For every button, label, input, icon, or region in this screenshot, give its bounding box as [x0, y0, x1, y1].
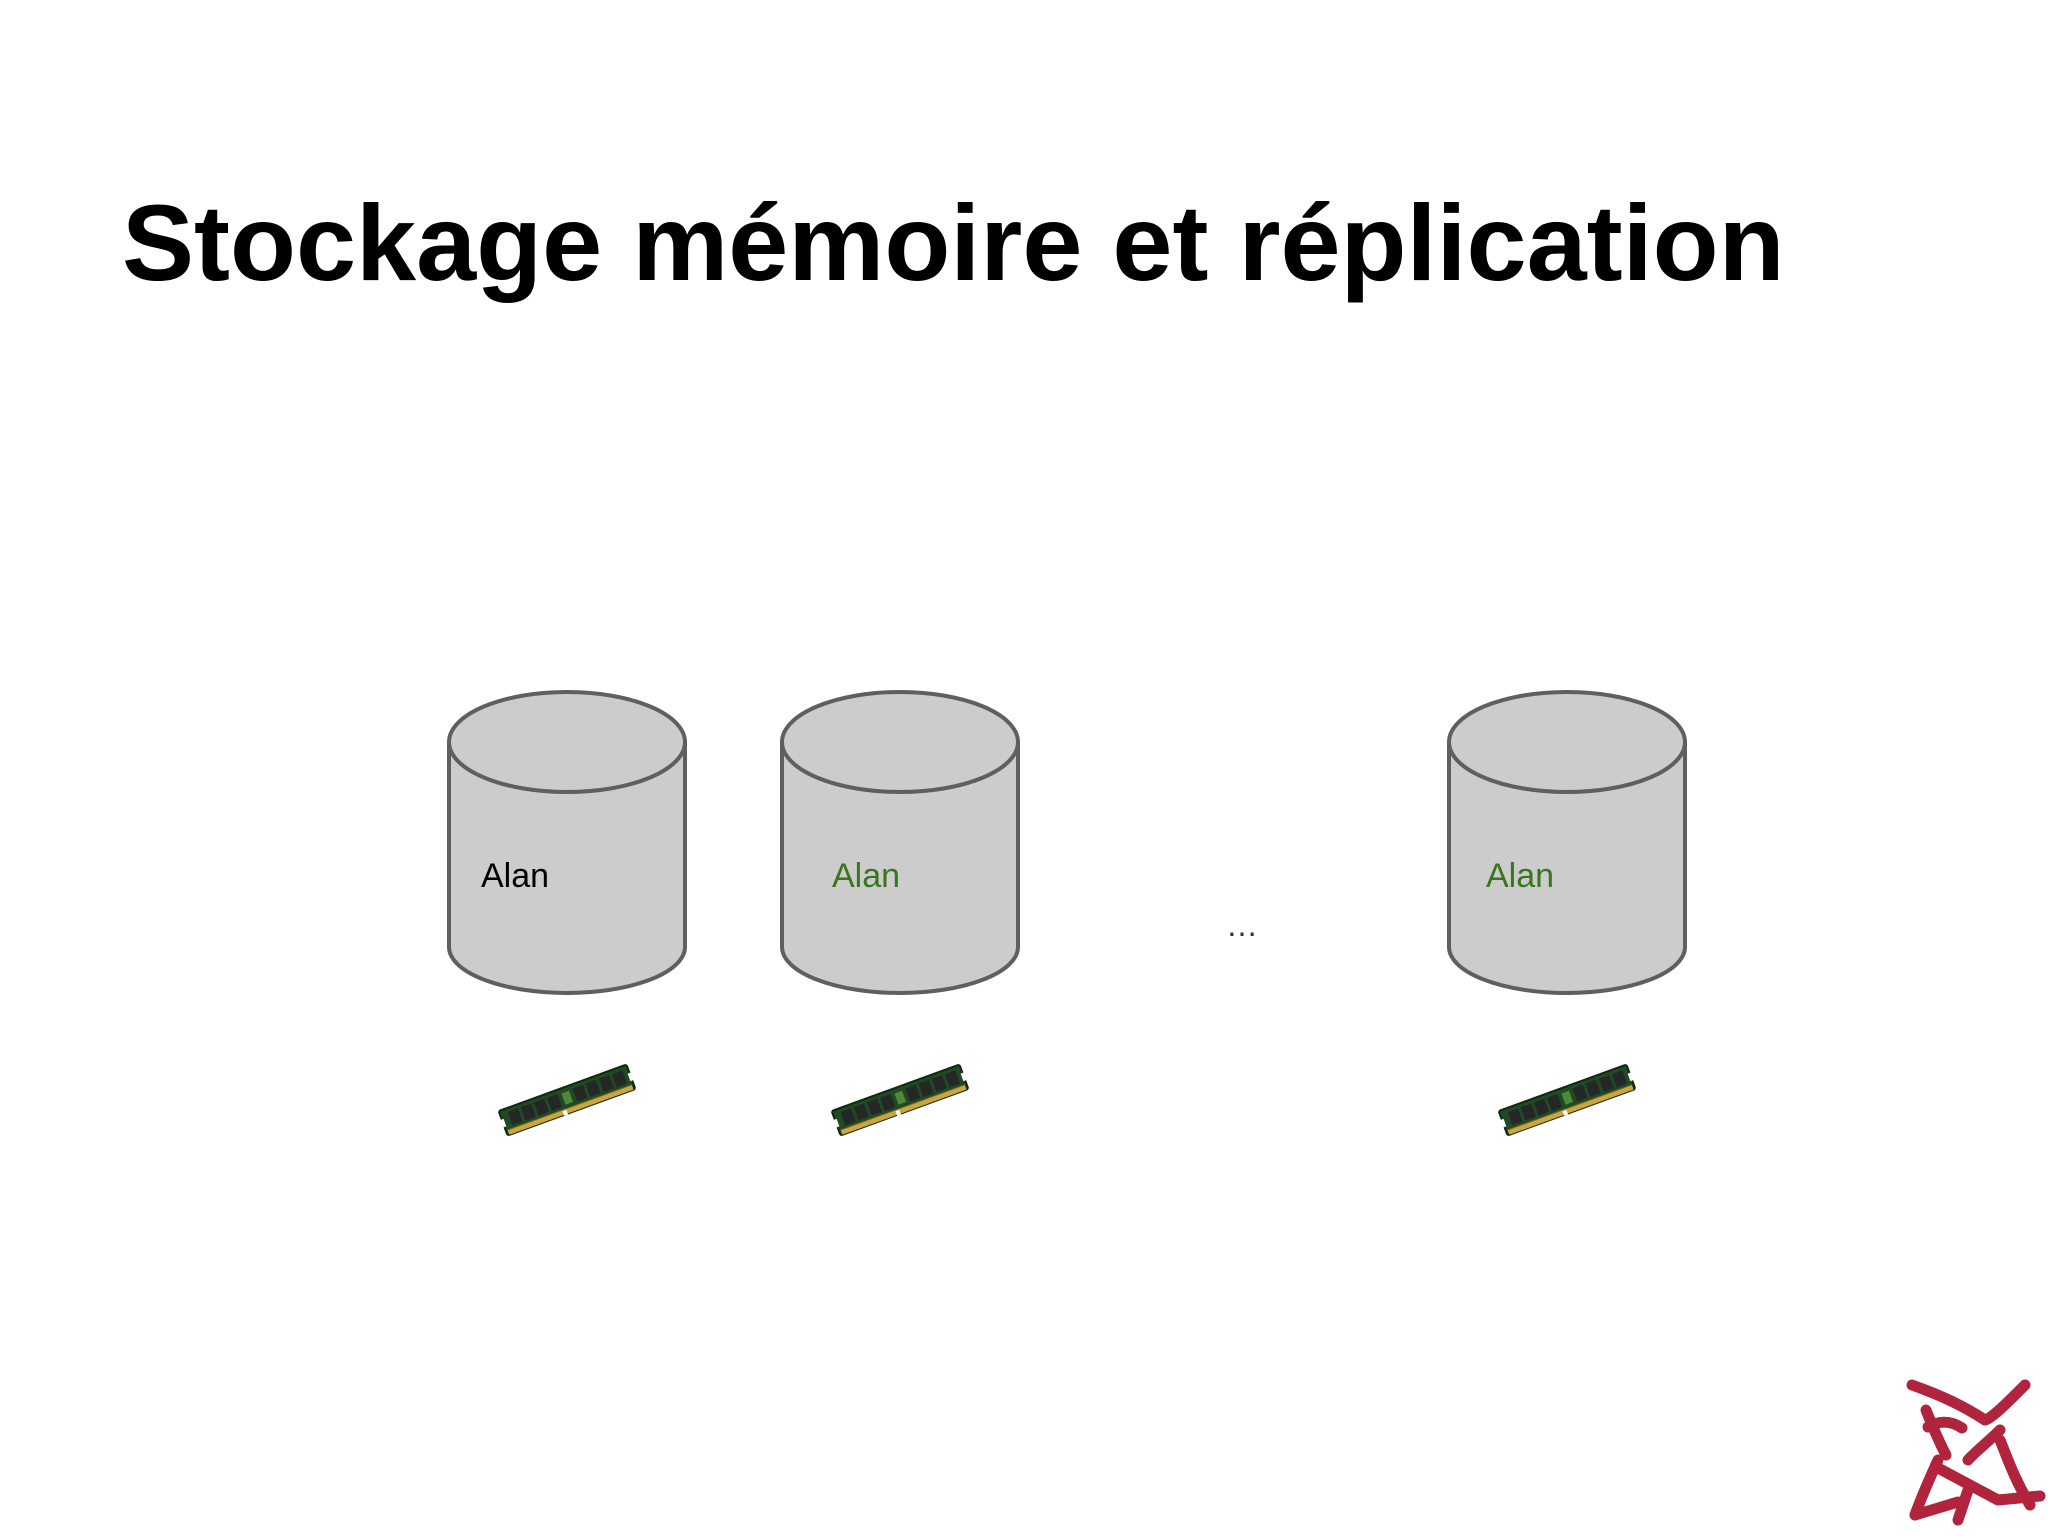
database-cylinder-icon — [1447, 690, 1687, 995]
database-cylinder-icon — [780, 690, 1020, 995]
ram-module-icon — [495, 1062, 639, 1139]
node-1-label: Alan — [481, 857, 549, 895]
storage-node-2: Alan — [780, 690, 1020, 1139]
slide-title: Stockage mémoire et réplication — [122, 182, 1785, 303]
node-2-label: Alan — [832, 857, 900, 895]
node-3-label: Alan — [1486, 857, 1554, 895]
database-cylinder-icon — [447, 690, 687, 995]
storage-node-1: Alan — [447, 690, 687, 1139]
brand-logo-icon — [1906, 1379, 2046, 1526]
ram-module-icon — [1495, 1062, 1639, 1139]
ram-module-icon — [828, 1062, 972, 1139]
more-nodes-ellipsis: … — [1226, 907, 1258, 943]
storage-node-3: Alan — [1447, 690, 1687, 1139]
